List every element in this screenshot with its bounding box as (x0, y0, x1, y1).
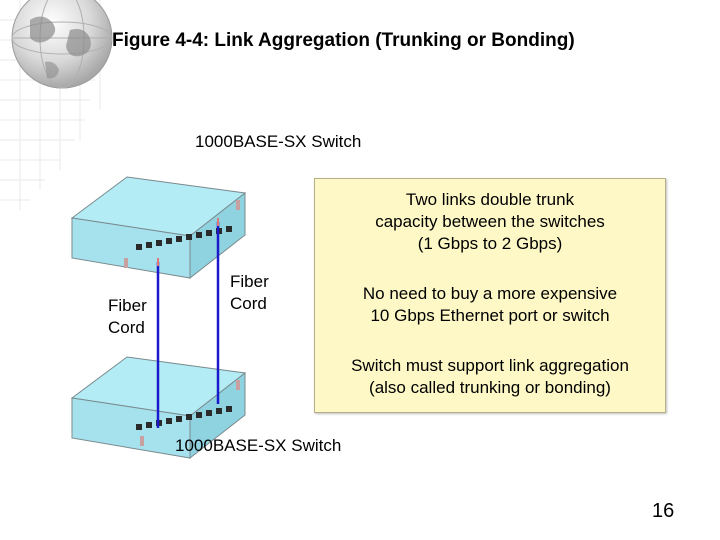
page-number: 16 (652, 500, 675, 522)
note-no-need-to-buy: No need to buy a more expensive 10 Gbps … (362, 284, 618, 325)
left-cord-label-line2: Cord (108, 318, 145, 337)
top-switch-label: 1000BASE-SX Switch (195, 132, 362, 151)
globe-icon (11, 0, 113, 89)
slide-title: Figure 4-4: Link Aggregation (Trunking o… (112, 30, 575, 51)
left-cord-label-line1: Fiber (108, 296, 147, 315)
right-cord-label-line1: Fiber (230, 272, 269, 291)
note-trunk-capacity: Two links double trunk capacity between … (375, 190, 605, 253)
note-box: Two links double trunk capacity between … (314, 178, 666, 413)
note-switch-support: Switch must support link aggregation (al… (351, 356, 629, 397)
bottom-switch-label: 1000BASE-SX Switch (175, 436, 342, 455)
fiber-cords (156, 222, 220, 428)
top-switch (70, 176, 247, 280)
right-cord-label-line2: Cord (230, 294, 267, 313)
